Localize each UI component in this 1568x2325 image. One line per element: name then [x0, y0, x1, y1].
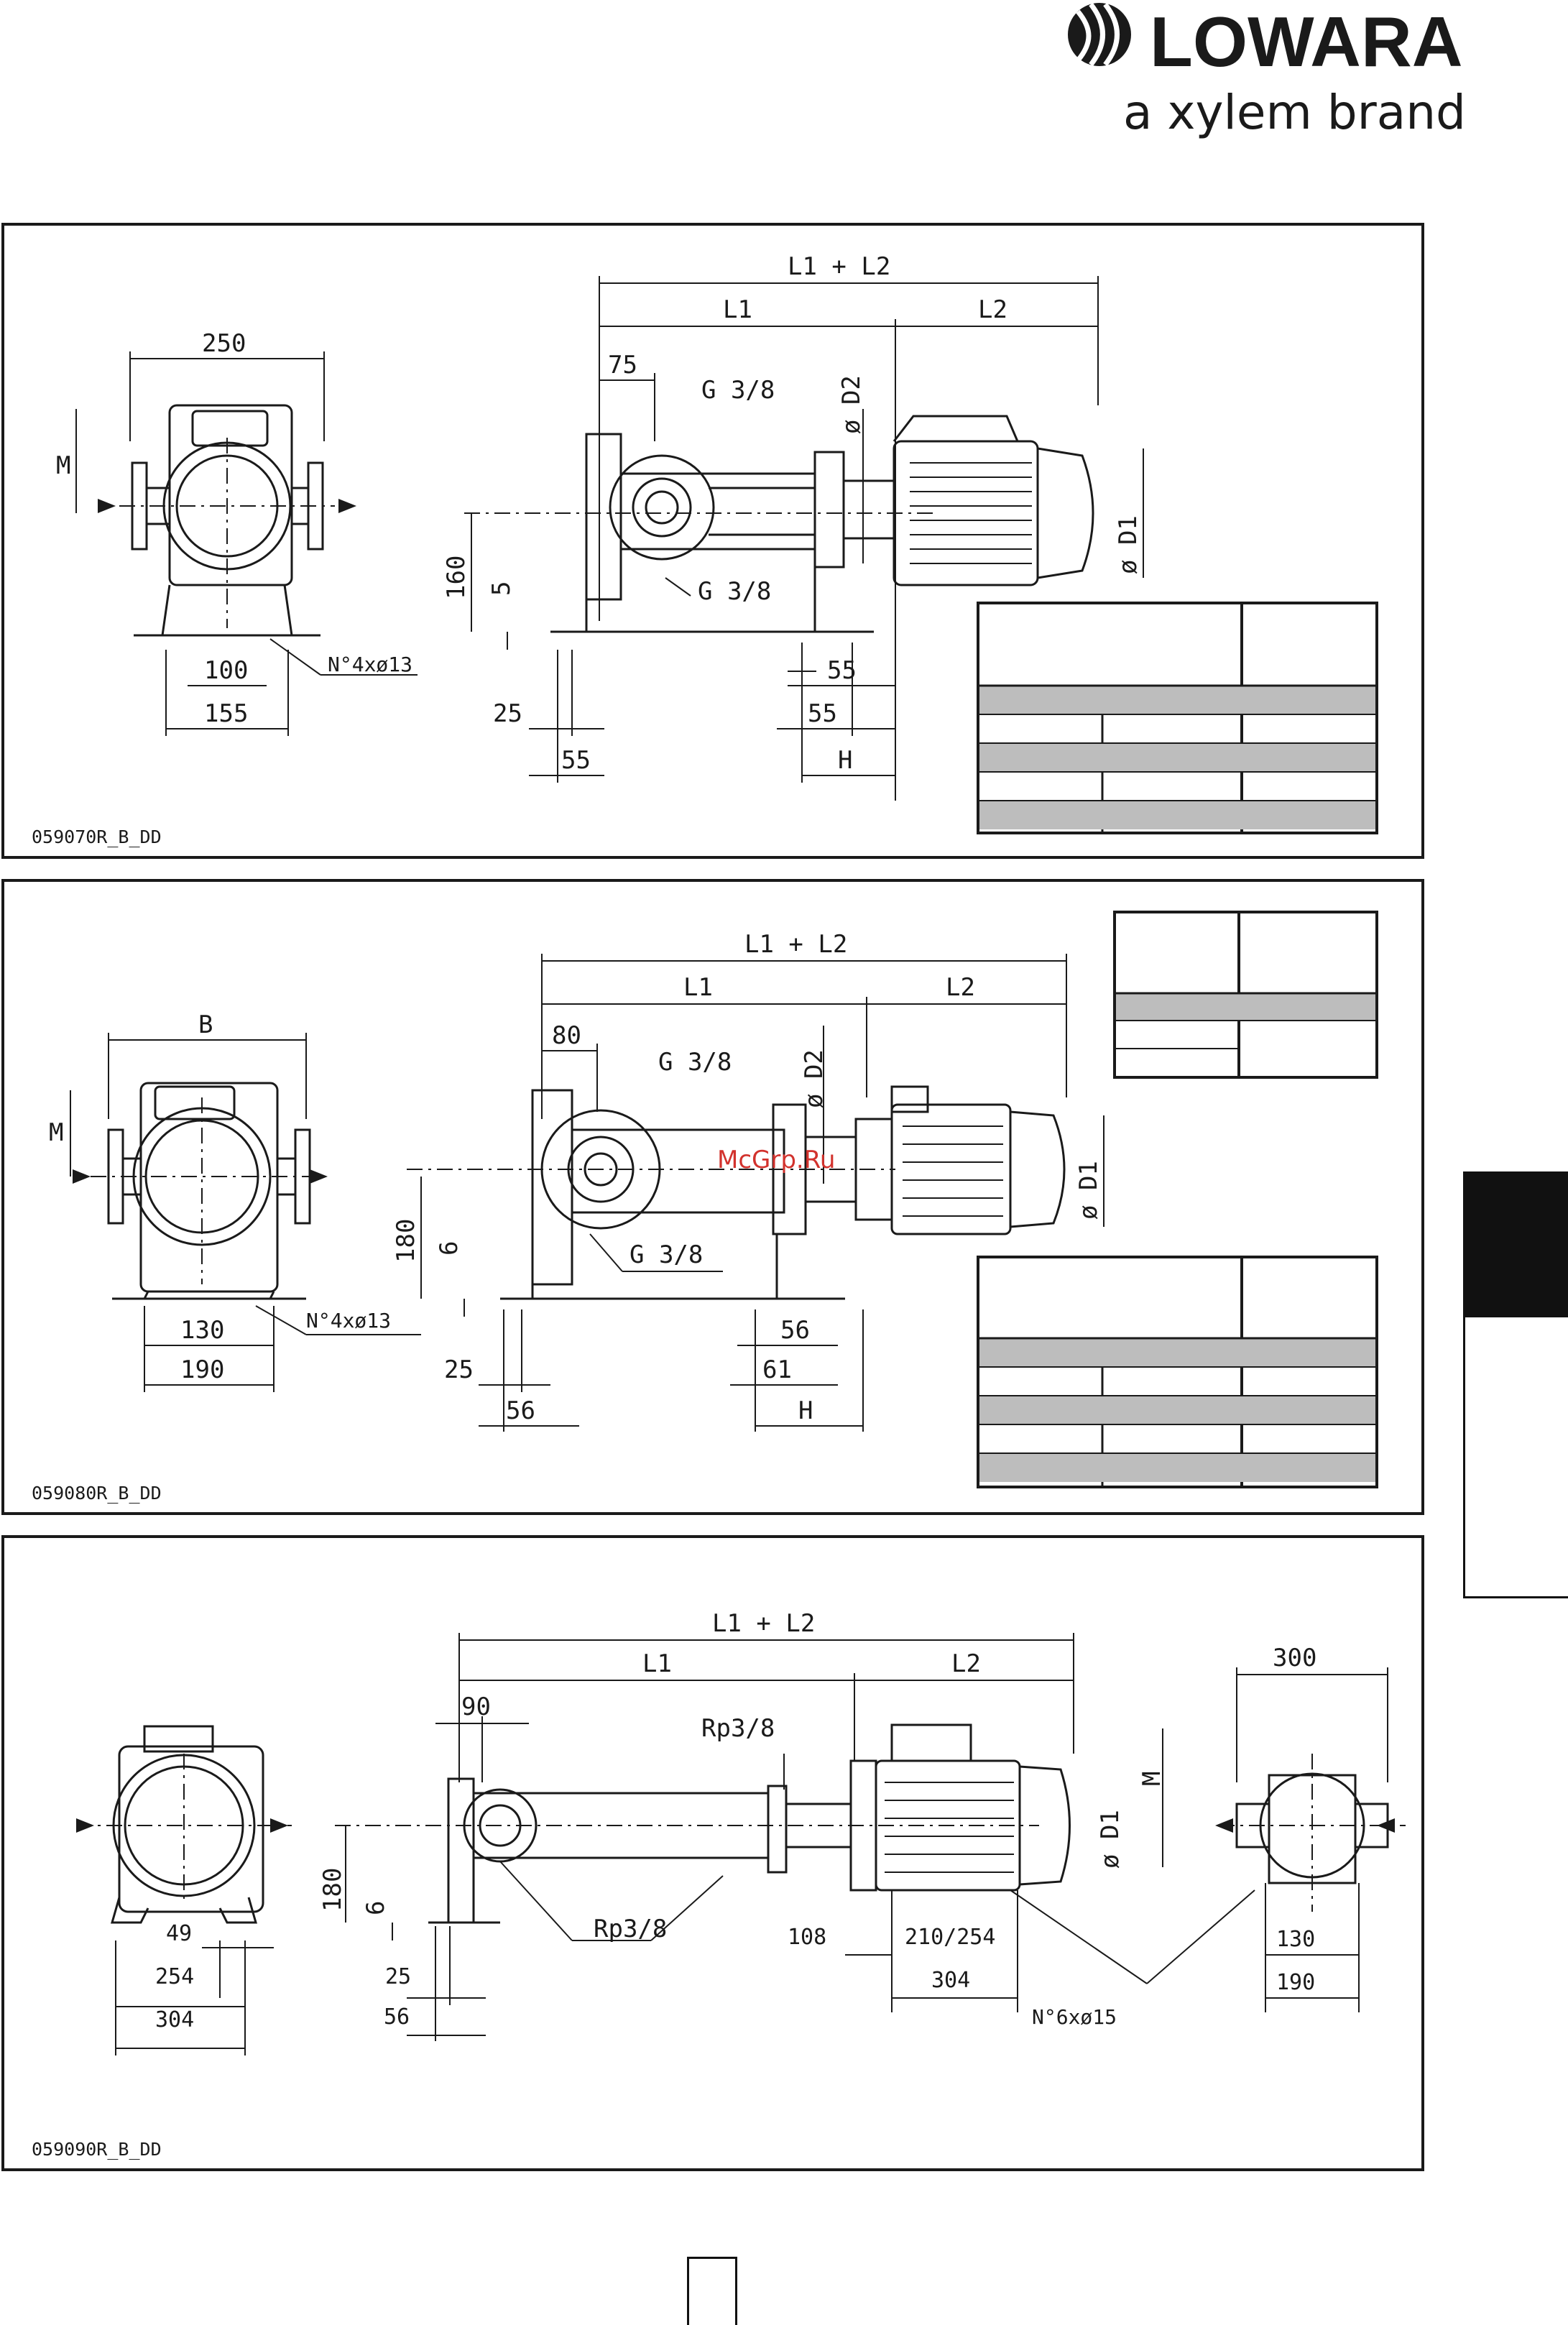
- dim-height: 160: [442, 556, 471, 599]
- dim-height: 180: [392, 1219, 420, 1263]
- dim-l2: L2: [946, 973, 975, 1002]
- front-view: [76, 1725, 292, 1924]
- label-holes: N°4xø13: [306, 1309, 391, 1332]
- dim-w49: 49: [166, 1921, 192, 1946]
- side-view: [335, 1723, 1071, 1924]
- flow-arrows: [98, 499, 356, 513]
- dimension-lines: [75, 276, 1144, 801]
- drawing-panel-3: L1 + L2 L1 L2 90 Rp3/8 ø D1 M 180 6 Rp3/…: [1, 1535, 1424, 2171]
- dim-l1: L1: [683, 973, 713, 1002]
- dim-l2: L2: [978, 295, 1007, 324]
- dim-f55c: 55: [808, 699, 837, 728]
- data-table-2a: [1113, 911, 1378, 1079]
- dim-b108: 108: [788, 1925, 826, 1950]
- watermark-text: McGrp.Ru: [717, 1146, 836, 1174]
- dim-width: 250: [202, 329, 246, 358]
- dim-foot: 6: [361, 1901, 390, 1915]
- flow-arrows: [73, 1169, 328, 1184]
- dim-m: M: [56, 451, 70, 480]
- section-tab-outline: [1463, 1315, 1568, 1598]
- dim-foot: 6: [435, 1241, 464, 1256]
- swirl-logo-icon: [1068, 2, 1131, 67]
- dim-offset: 90: [461, 1693, 491, 1721]
- dim-m: M: [49, 1118, 63, 1147]
- data-table-2b: [977, 1256, 1378, 1488]
- label-g-top: G 3/8: [701, 376, 775, 405]
- dimension-lines: [70, 954, 1104, 1432]
- label-d1: ø D1: [1096, 1810, 1125, 1869]
- dim-l2: L2: [951, 1649, 981, 1678]
- dim-f55b: 55: [827, 656, 857, 685]
- dim-w254: 254: [155, 1964, 194, 1989]
- side-view: [464, 415, 1094, 633]
- dim-height: 180: [318, 1868, 347, 1912]
- label-d1: ø D1: [1074, 1161, 1103, 1220]
- lowara-logo: [1068, 2, 1131, 67]
- dim-f56a: 56: [506, 1396, 535, 1425]
- dim-base-b: 155: [204, 699, 248, 728]
- dim-base-a: 100: [204, 656, 248, 685]
- front-view: [91, 1082, 320, 1300]
- label-holes: N°6xø15: [1032, 2005, 1117, 2029]
- label-rp-bottom: Rp3/8: [594, 1915, 667, 1943]
- label-g-bottom: G 3/8: [629, 1240, 703, 1269]
- dim-base-b: 190: [180, 1355, 224, 1384]
- side-view: [407, 1085, 1066, 1300]
- dim-width: B: [198, 1010, 213, 1039]
- section-tab-marker: [1463, 1171, 1568, 1315]
- drawing-panel-2: L1 + L2 L1 L2 B M 80 G 3/8 ø D2 ø D1 G 3…: [1, 879, 1424, 1515]
- dim-f25: 25: [493, 699, 522, 728]
- label-rp-top: Rp3/8: [701, 1714, 775, 1743]
- panel-code-1: 059070R_B_DD: [32, 827, 162, 847]
- dim-s130: 130: [1276, 1927, 1315, 1952]
- dim-offset: 75: [608, 351, 637, 379]
- dim-f55a: 55: [561, 746, 591, 775]
- dim-m: M: [1138, 1772, 1166, 1786]
- dim-f61: 61: [762, 1355, 792, 1384]
- dim-offset: 80: [552, 1021, 581, 1050]
- dim-f56: 56: [384, 2004, 410, 2030]
- dimension-lines: [115, 1633, 1388, 2055]
- dim-h: H: [838, 746, 852, 775]
- label-holes: N°4xø13: [328, 653, 412, 676]
- pump-drawing-2: L1 + L2 L1 L2 B M 80 G 3/8 ø D2 ø D1 G 3…: [49, 911, 1378, 1488]
- dim-f25: 25: [385, 1964, 411, 1989]
- dim-f25: 25: [444, 1355, 474, 1384]
- dim-l1: L1: [642, 1649, 672, 1678]
- brand-tagline: a xylem brand: [1123, 85, 1466, 140]
- panel-code-2: 059080R_B_DD: [32, 1483, 162, 1504]
- dim-w304: 304: [155, 2007, 194, 2032]
- drawing-panel-1: L1 + L2 L1 L2 250 M 75 G 3/8 ø D2 ø D1 G…: [1, 223, 1424, 859]
- dim-l1: L1: [723, 295, 752, 324]
- data-table-1: [977, 602, 1378, 834]
- dim-foot: 5: [487, 581, 516, 596]
- flow-arrows: [76, 1818, 1395, 1833]
- dim-base-a: 130: [180, 1316, 224, 1345]
- label-g-bottom: G 3/8: [698, 577, 771, 606]
- page-number-box: [687, 2257, 737, 2325]
- front-view: [119, 404, 335, 637]
- dim-overall: L1 + L2: [744, 930, 847, 959]
- dim-b210: 210/254: [905, 1925, 995, 1950]
- dim-overall: L1 + L2: [712, 1609, 815, 1638]
- pump-drawing-3: L1 + L2 L1 L2 90 Rp3/8 ø D1 M 180 6 Rp3/…: [76, 1609, 1406, 2055]
- label-d2: ø D2: [800, 1049, 829, 1108]
- label-d1: ø D1: [1114, 515, 1143, 574]
- dim-s190: 190: [1276, 1970, 1315, 1995]
- dim-f56b: 56: [780, 1316, 810, 1345]
- dim-overall: L1 + L2: [788, 252, 890, 281]
- panel-code-3: 059090R_B_DD: [32, 2139, 162, 2160]
- dim-h: H: [798, 1396, 813, 1425]
- dim-b304: 304: [931, 1968, 970, 1993]
- label-d2: ø D2: [837, 375, 866, 434]
- dim-side-w: 300: [1273, 1644, 1316, 1672]
- label-g-top: G 3/8: [658, 1048, 732, 1077]
- brand-name: LOWARA: [1150, 2, 1463, 81]
- end-view: [1219, 1754, 1406, 1912]
- pump-drawing-1: L1 + L2 L1 L2 250 M 75 G 3/8 ø D2 ø D1 G…: [56, 252, 1378, 834]
